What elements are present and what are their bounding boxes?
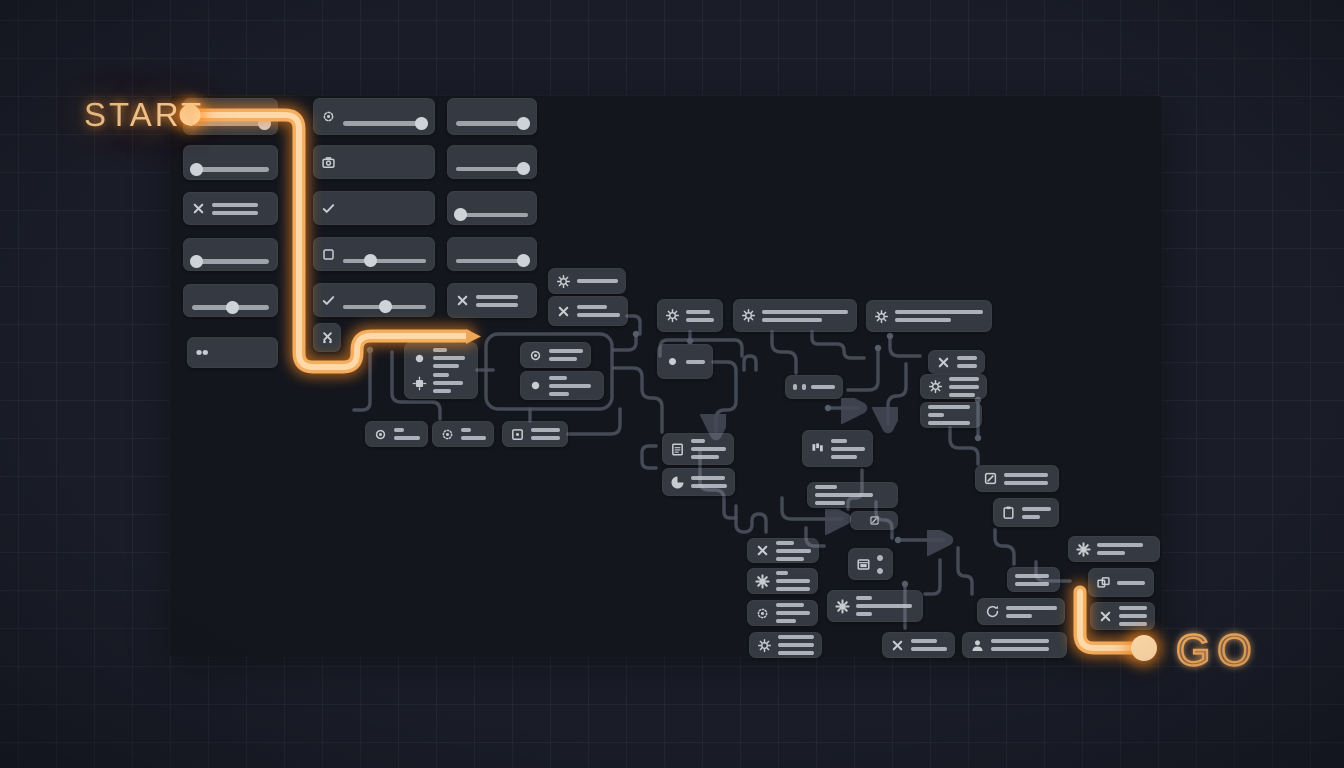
start-label: START (84, 96, 205, 133)
go-dot (1131, 635, 1157, 661)
route-glow (179, 104, 477, 378)
go-label: GO (1176, 626, 1258, 675)
